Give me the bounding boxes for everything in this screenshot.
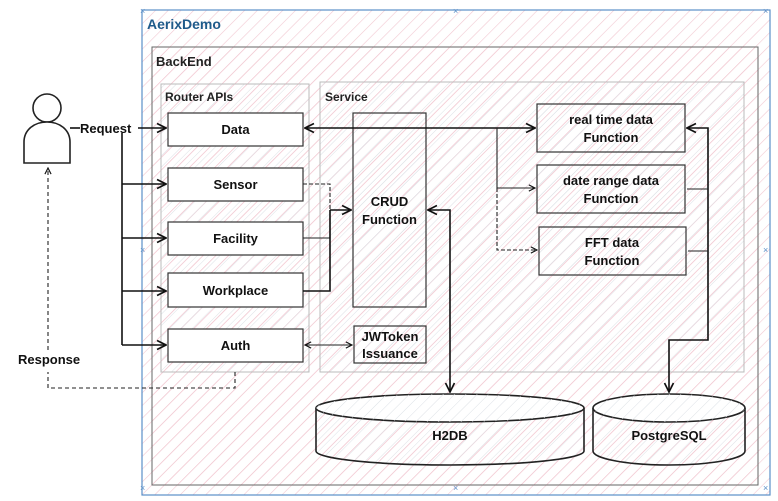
realtime-line1: real time data [569,112,654,127]
postgresql-cylinder[interactable]: PostgreSQL [592,393,746,466]
svg-text:×: × [140,6,145,16]
functions-postgres-edges [669,128,709,392]
crud-function-box[interactable]: CRUD Function [352,112,427,308]
crud-h2db-edge [428,210,450,392]
daterange-line2: Function [584,191,639,206]
svg-text:×: × [453,483,458,493]
svg-text:×: × [763,483,768,493]
user-icon [23,93,71,164]
response-edge [48,168,236,389]
router-box-auth[interactable]: Auth [167,328,304,363]
fft-line2: Function [585,253,640,268]
router-box-sensor-label: Sensor [213,177,257,192]
svg-text:×: × [453,6,458,16]
router-box-data[interactable]: Data [167,112,304,147]
realtime-function-box[interactable]: real time data Function [536,103,686,153]
postgresql-label: PostgreSQL [631,428,706,443]
router-box-data-label: Data [221,122,250,137]
svg-text:×: × [140,483,145,493]
router-box-facility[interactable]: Facility [167,221,304,256]
router-box-workplace-label: Workplace [203,283,269,298]
router-to-crud-edges [303,183,351,292]
crud-line1: CRUD [371,194,409,209]
aerixdemo-title: AerixDemo [147,16,221,32]
realtime-line2: Function [584,130,639,145]
svg-text:×: × [763,245,768,255]
fft-function-box[interactable]: FFT data Function [538,226,687,276]
router-box-facility-label: Facility [213,231,259,246]
jwtoken-issuance-box[interactable]: JWToken Issuance [353,325,427,364]
svg-text:×: × [140,245,145,255]
fft-line1: FFT data [585,235,640,250]
router-box-auth-label: Auth [221,338,251,353]
data-to-functions-edges [305,128,537,250]
request-label: Request [80,121,132,136]
router-apis-title: Router APIs [165,90,234,104]
svg-text:×: × [763,6,768,16]
router-box-sensor[interactable]: Sensor [167,167,304,202]
h2db-label: H2DB [432,428,467,443]
backend-title: BackEnd [156,54,212,69]
crud-line2: Function [362,212,417,227]
request-edges [70,128,166,345]
jwt-line1: JWToken [362,329,419,344]
daterange-function-box[interactable]: date range data Function [536,164,686,214]
response-label: Response [18,352,80,367]
daterange-line1: date range data [563,173,660,188]
h2db-cylinder[interactable]: H2DB [315,393,585,466]
service-title: Service [325,90,368,104]
jwt-line2: Issuance [362,346,418,361]
router-box-workplace[interactable]: Workplace [167,272,304,308]
frame-handles: × × × × × × × × [140,6,768,493]
